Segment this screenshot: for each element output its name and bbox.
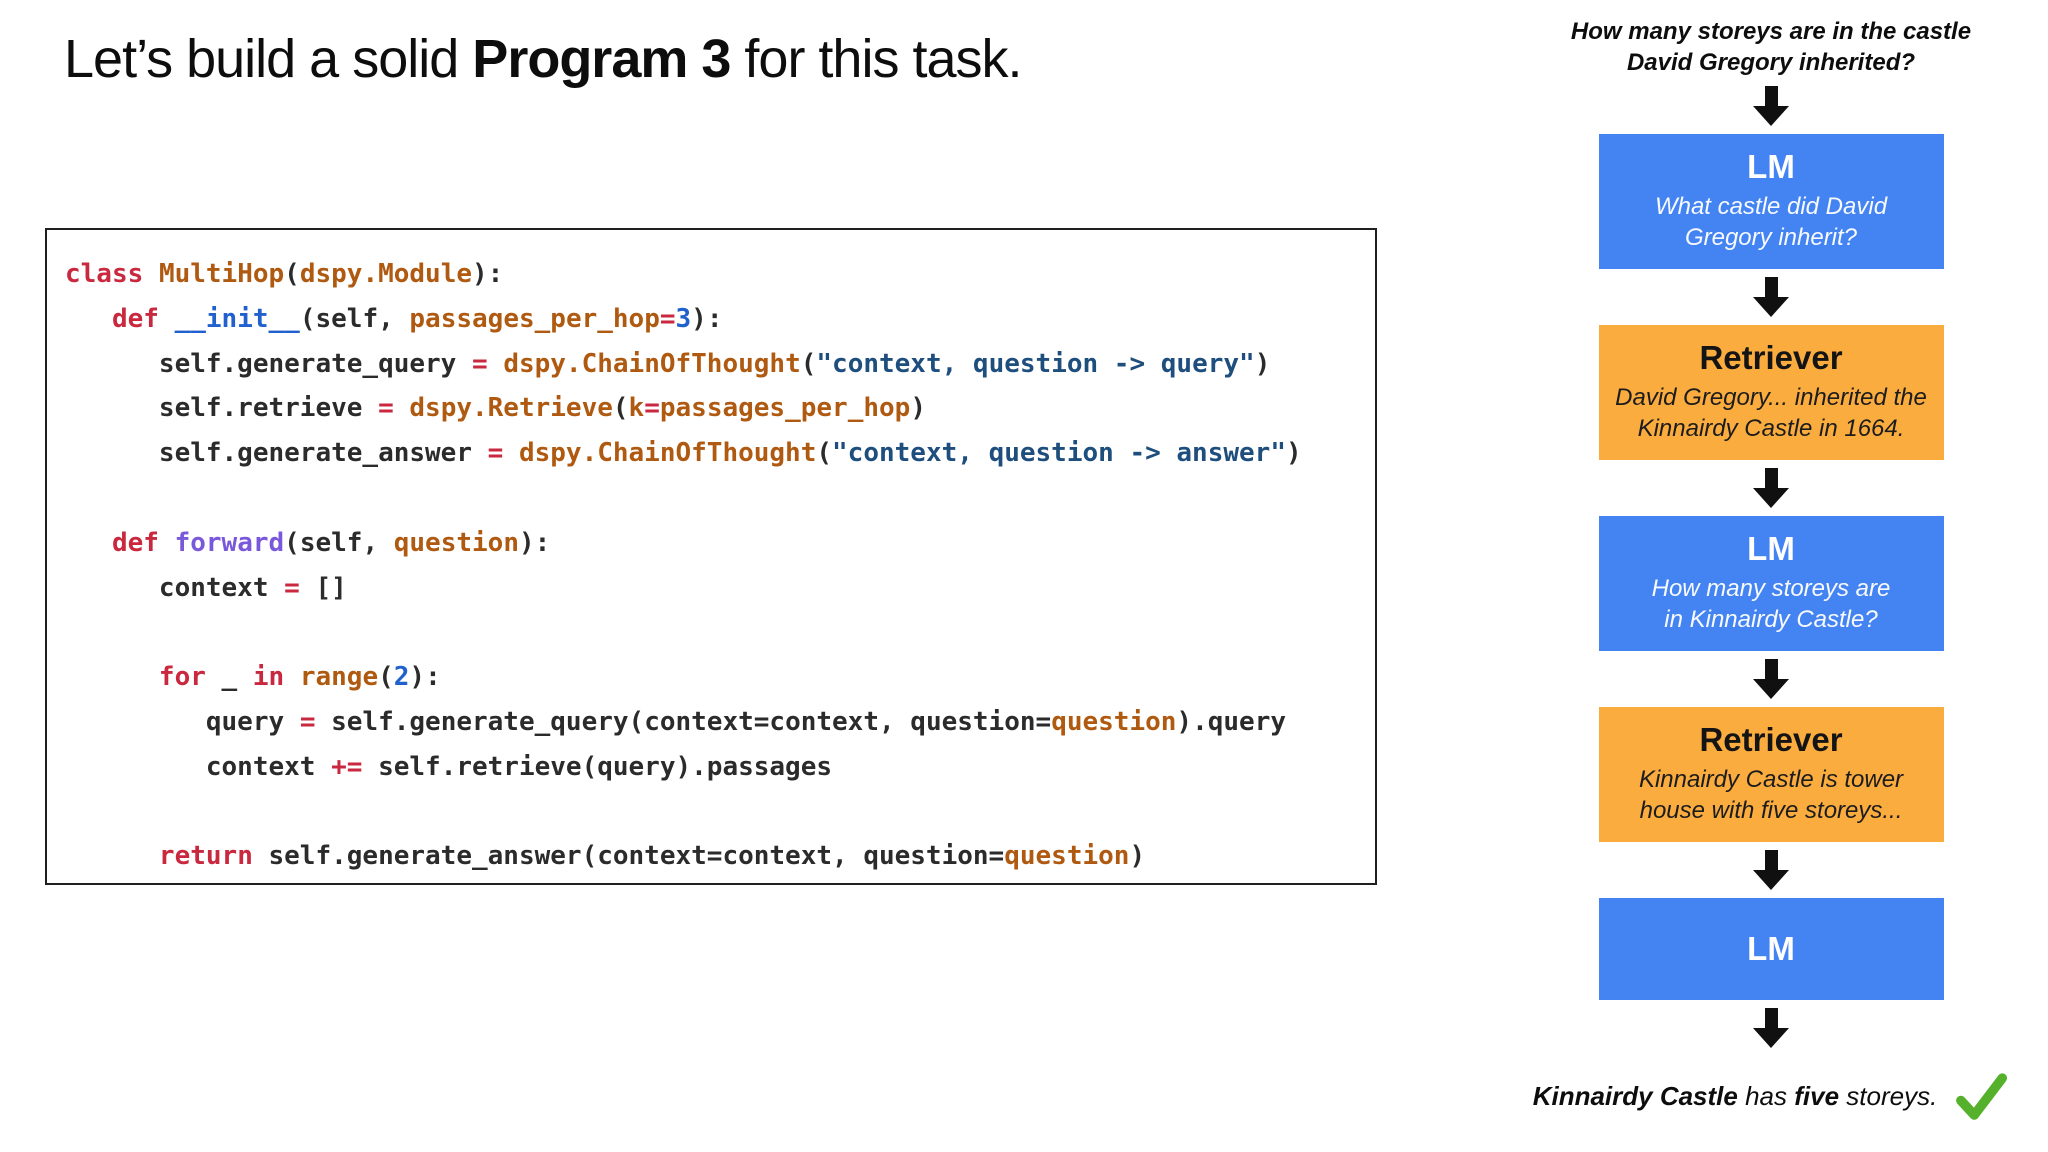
node-title: Retriever (1699, 339, 1843, 376)
code-line (65, 476, 1357, 521)
code-line: self.generate_answer = dspy.ChainOfThoug… (65, 438, 1302, 469)
answer-text: Kinnairdy Castle has five storeys. (1532, 1080, 1938, 1111)
code-line: def __init__(self, passages_per_hop=3): (111, 303, 723, 334)
code-line: context = [] (65, 572, 347, 603)
code-block: class MultiHop(dspy.Module): def __init_… (45, 228, 1377, 885)
node-title: LM (1747, 930, 1795, 967)
title-emphasis: Program 3 (472, 29, 731, 89)
arrow-down-icon (1753, 277, 1789, 317)
code-line: query = self.generate_query(context=cont… (65, 706, 1286, 737)
arrow-down-icon (1753, 86, 1789, 126)
code-line: class MultiHop(dspy.Module): (65, 259, 504, 289)
code-line (65, 610, 1357, 655)
green-checkmark-icon (1956, 1073, 2008, 1120)
code-line: for _ in range(2): (158, 662, 441, 693)
arrow-down-icon (1753, 468, 1789, 508)
answer-row: Kinnairdy Castle has five storeys. (1533, 1068, 2010, 1124)
page-title: Let’s build a solid Program 3 for this t… (64, 28, 1023, 90)
code-line: return self.generate_answer(context=cont… (158, 841, 1146, 872)
code-line: context += self.retrieve(query).passages (65, 751, 833, 782)
node-title: LM (1747, 148, 1795, 185)
node-title: Retriever (1699, 721, 1843, 758)
question-line: David Gregory inherited? (1626, 49, 1916, 76)
title-suffix: for this task. (730, 29, 1022, 89)
lm-node: LM (1598, 898, 1944, 1000)
arrow-down-icon (1753, 659, 1789, 699)
code-line (65, 790, 1357, 835)
code-line: self.generate_query = dspy.ChainOfThough… (65, 348, 1271, 379)
question-line: How many storeys are in the castle (1570, 18, 1972, 45)
arrow-down-icon (1753, 1008, 1789, 1048)
code-line: self.retrieve = dspy.Retrieve(k=passages… (65, 393, 926, 424)
node-title: LM (1747, 530, 1795, 567)
title-prefix: Let’s build a solid (64, 29, 473, 89)
arrow-down-icon (1753, 850, 1789, 890)
code-line: def forward(self, question): (111, 527, 551, 558)
